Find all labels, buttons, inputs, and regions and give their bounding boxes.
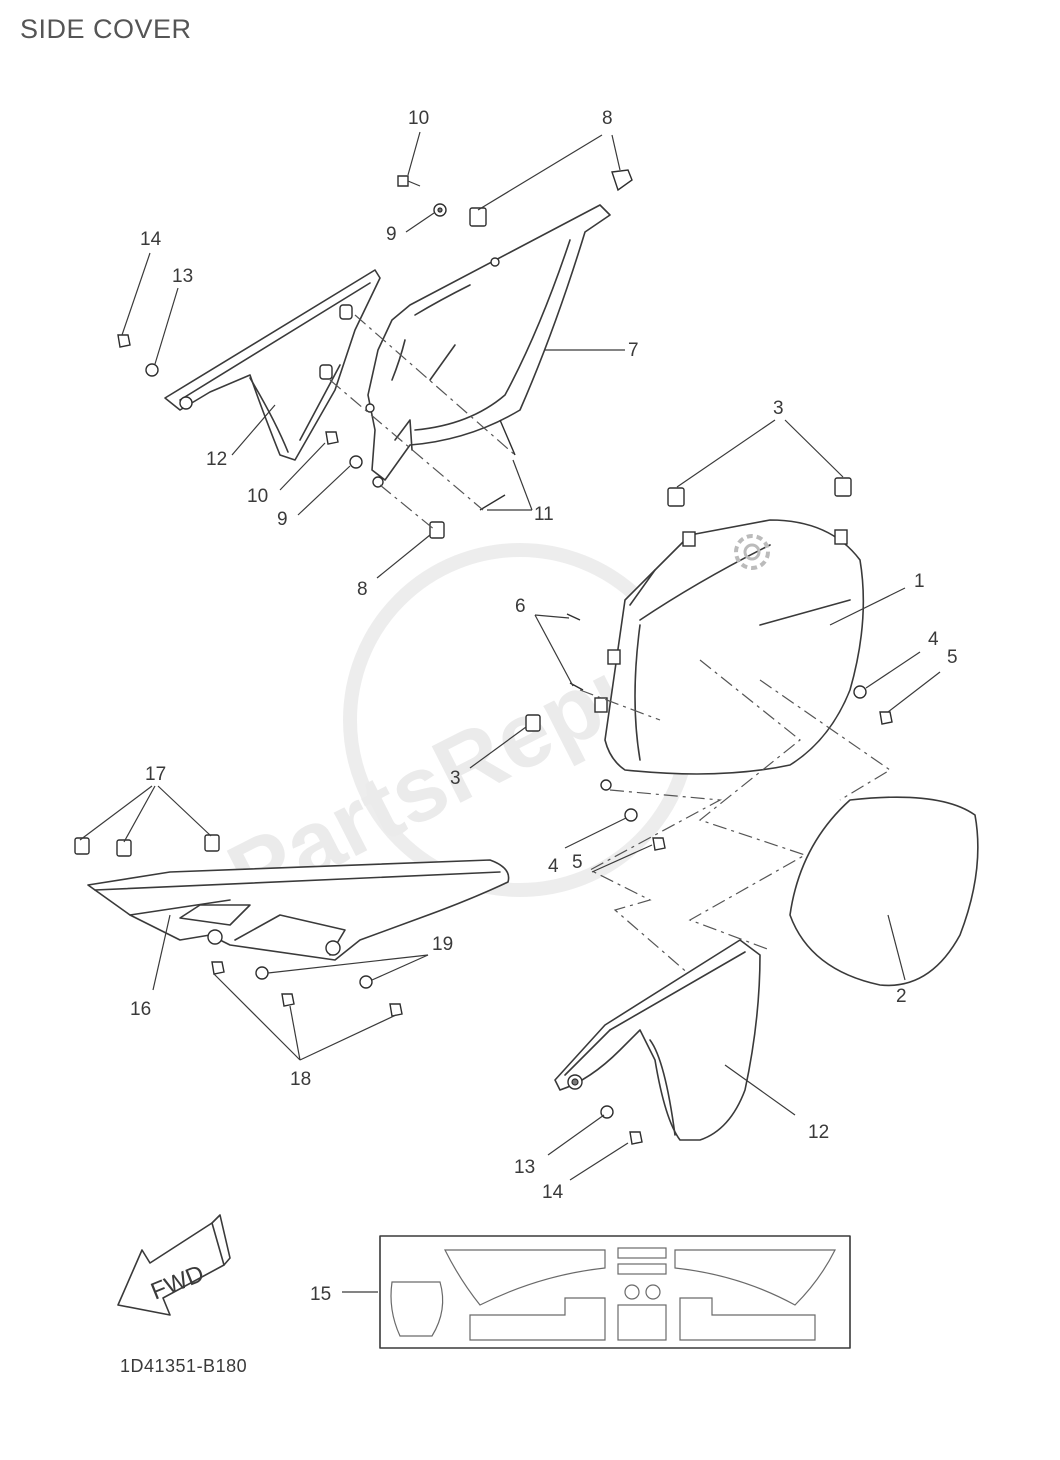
fwd-arrow-icon: FWD [117, 1214, 231, 1316]
callout-12-bottom: 12 [808, 1122, 829, 1143]
callout-13-bottom: 13 [514, 1157, 535, 1178]
callout-6: 6 [515, 596, 526, 617]
hardware-upper [117, 169, 633, 539]
callout-12-top: 12 [206, 449, 227, 470]
callout-16: 16 [130, 999, 151, 1020]
callout-5-mid: 5 [572, 852, 583, 873]
callout-9-top: 9 [386, 224, 397, 245]
part-12-upper [164, 269, 381, 461]
callout-4-right: 4 [928, 629, 939, 650]
callout-18: 18 [290, 1069, 311, 1090]
callout-2: 2 [896, 986, 907, 1007]
grommet-icon [339, 304, 353, 320]
callout-14-bottom: 14 [542, 1182, 564, 1203]
part-2-pad [789, 796, 979, 987]
callout-8-top: 8 [602, 108, 613, 129]
part-1-side-cover [594, 477, 865, 791]
callout-10-mid: 10 [247, 486, 268, 507]
screw-icon [629, 1131, 643, 1145]
callout-5-right: 5 [947, 647, 958, 668]
part-12-lower [554, 939, 761, 1141]
callout-numbers: 10 8 9 14 13 7 12 10 9 11 8 3 1 6 4 5 3 … [130, 108, 958, 1305]
part-16-cover [74, 834, 510, 961]
callout-15: 15 [310, 1284, 331, 1305]
hardware-right [525, 613, 893, 851]
grommet-icon [319, 364, 333, 380]
part-7-frame-cover [365, 204, 611, 488]
callout-3-mid: 3 [450, 768, 461, 789]
part-15-label-sheet [379, 1235, 851, 1349]
callout-17: 17 [145, 764, 166, 785]
callout-11: 11 [534, 504, 554, 525]
callout-3-top: 3 [773, 398, 784, 419]
diagram-code: 1D41351-B180 [120, 1356, 248, 1376]
hardware-lower-left [211, 961, 403, 1017]
callout-14-top: 14 [140, 229, 162, 250]
gear-icon [734, 534, 770, 570]
callout-1: 1 [914, 571, 925, 592]
page-title: SIDE COVER [20, 14, 192, 44]
callout-9-mid: 9 [277, 509, 288, 530]
callout-7: 7 [628, 340, 639, 361]
callout-4-mid: 4 [548, 856, 559, 877]
callout-10-top: 10 [408, 108, 429, 129]
callout-19: 19 [432, 934, 453, 955]
leader-lines [79, 131, 941, 1293]
callout-13-top: 13 [172, 266, 193, 287]
callout-8-mid: 8 [357, 579, 368, 600]
